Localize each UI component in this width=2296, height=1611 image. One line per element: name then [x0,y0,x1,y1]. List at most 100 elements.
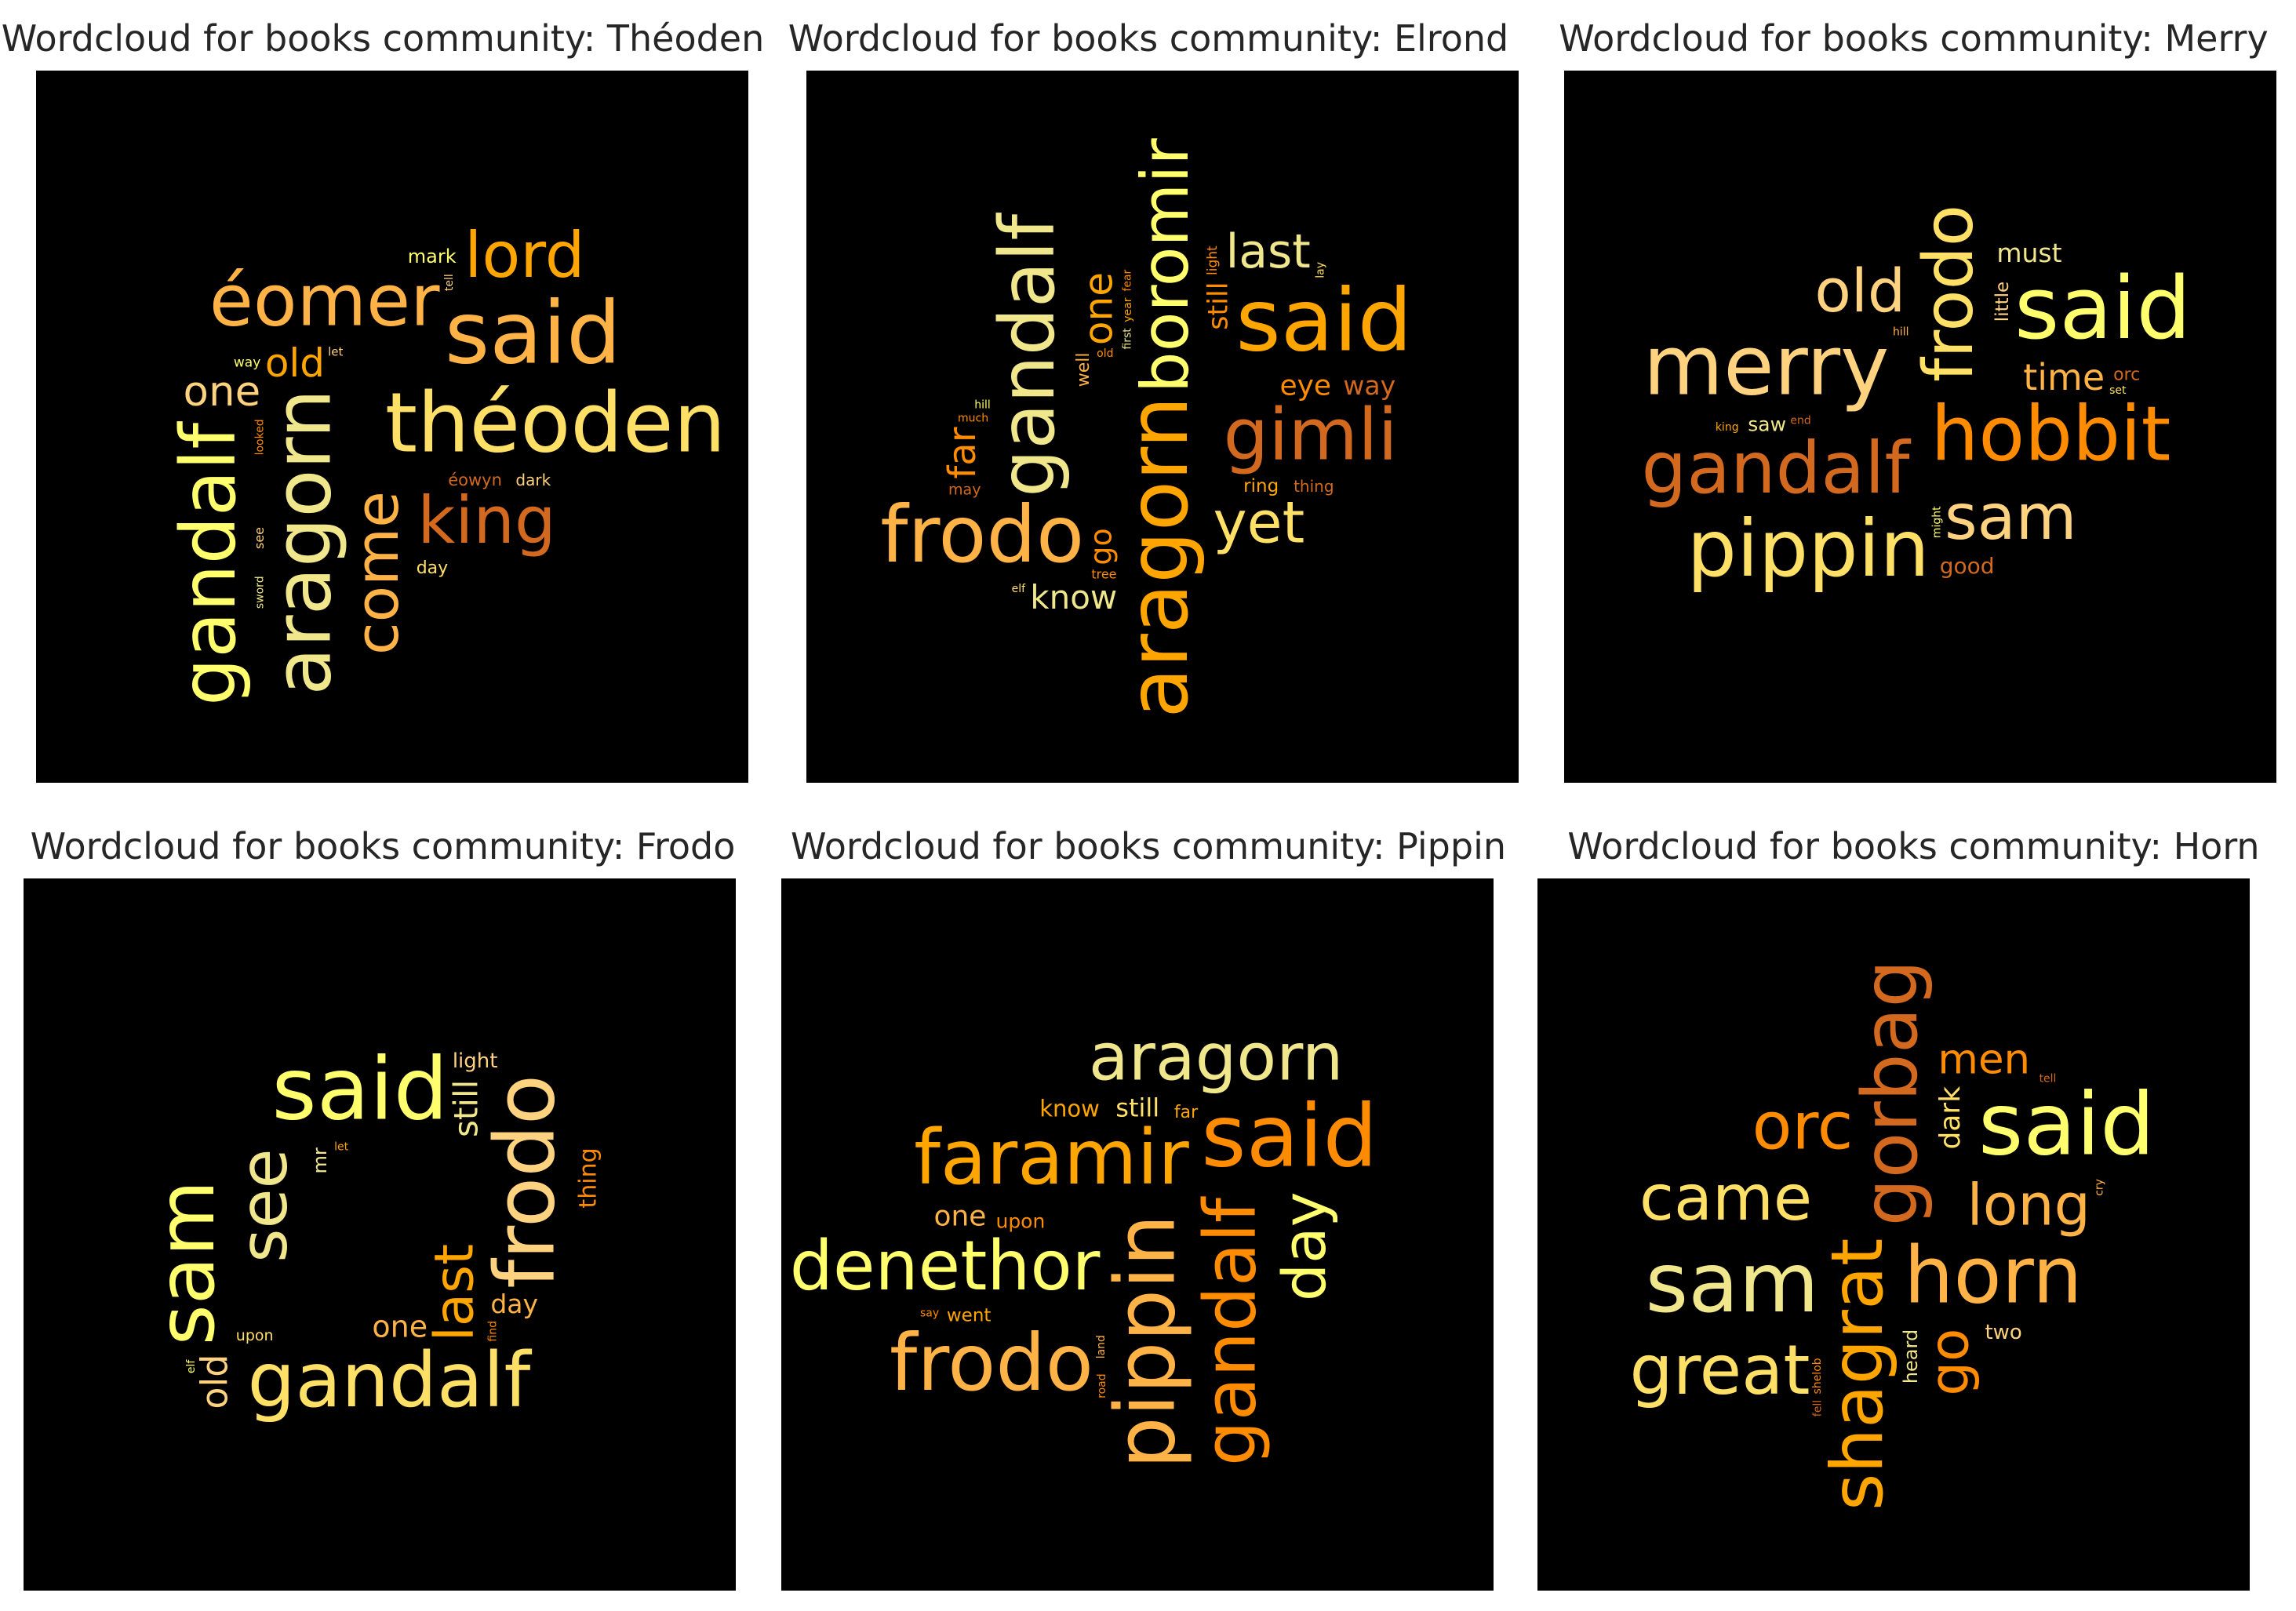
cloud-word: go [1083,528,1118,565]
panel-elrond: Wordcloud for books community: Elrond sa… [766,0,1531,792]
cloud-word: light [1205,245,1221,275]
cloud-word: know [1039,1095,1100,1122]
cloud-word: said [271,1039,448,1140]
cloud-word: let [334,1141,349,1154]
cloud-word: land [1095,1335,1108,1358]
cloud-word: gandalf [247,1336,532,1424]
cloud-word: two [1985,1321,2021,1344]
cloud-word: hill [1893,326,1909,339]
cloud-word: aragorn [1089,1020,1344,1096]
cloud-word: aragorn [1111,396,1206,718]
panel-title: Wordcloud for books community: Horn [1567,825,2260,867]
cloud-word: saw [1748,413,1786,435]
cloud-word: tell [443,274,456,291]
cloud-word: road [1096,1373,1108,1398]
cloud-word: théoden [385,376,726,471]
cloud-word: still [1115,1093,1159,1123]
cloud-word: horn [1904,1230,2082,1322]
cloud-word: gandalf [1189,1196,1272,1466]
cloud-word: long [1967,1172,2090,1238]
cloud-word: year [1122,297,1134,322]
cloud-word: day [490,1289,538,1319]
cloud-word: set [2109,384,2127,397]
cloud-word: shelob [1811,1358,1824,1394]
panel-theoden: Wordcloud for books community: Théoden s… [0,0,766,792]
cloud-word: king [417,482,555,558]
cloud-word: light [453,1049,498,1073]
cloud-word: elf [185,1359,198,1374]
cloud-word: mr [309,1147,331,1173]
cloud-word: one [933,1201,986,1233]
cloud-word: one [184,368,261,416]
cloud-word: gimli [1223,395,1397,477]
cloud-word: still [1203,282,1234,330]
cloud-word: sam [140,1180,232,1346]
cloud-word: gorbag [1847,960,1934,1227]
cloud-word: sam [1646,1235,1819,1331]
cloud-word: last [424,1244,486,1341]
cloud-word: men [1938,1035,2030,1083]
cloud-word: see [252,527,267,549]
cloud-word: faramir [914,1114,1189,1202]
cloud-word: far [1174,1103,1199,1122]
panel-frodo: Wordcloud for books community: Frodo sai… [0,808,766,1611]
cloud-word: great [1630,1330,1810,1410]
cloud-word: time [2023,356,2105,398]
cloud-word: thing [574,1147,602,1208]
cloud-word: fell [1811,1400,1824,1416]
cloud-word: hobbit [1931,391,2171,478]
cloud-word: say [920,1307,939,1319]
cloud-word: well [1074,353,1093,387]
cloud-word: orc [1752,1089,1854,1165]
cloud-word: said [2014,258,2191,358]
cloud-word: find [487,1321,500,1342]
panel-title: Wordcloud for books community: Pippin [790,825,1507,867]
cloud-word: heard [1900,1329,1922,1384]
cloud-word: looked [253,419,266,455]
cloud-word: mark [408,245,457,267]
cloud-word: last [1226,224,1311,279]
cloud-word: came [1639,1162,1812,1235]
cloud-word: good [1940,553,1995,579]
cloud-word: hill [974,398,991,411]
cloud-word: merry [1643,318,1890,414]
cloud-word: one [1075,272,1121,345]
cloud-word: eye [1279,369,1331,402]
panel-title: Wordcloud for books community: Elrond [788,17,1509,60]
cloud-word: frodo [880,489,1084,580]
cloud-word: tell [2039,1072,2057,1085]
cloud-word: fear [1122,269,1134,291]
cloud-word: sword [254,576,267,609]
cloud-word: went [947,1306,992,1326]
panel-pippin: Wordcloud for books community: Pippin sa… [766,808,1531,1611]
cloud-word: said [1235,271,1412,371]
cloud-word: day [417,558,448,578]
cloud-word: way [1343,370,1395,401]
cloud-word: shagrat [1817,1238,1899,1511]
cloud-word: frodo [1908,205,1989,382]
cloud-word: know [1030,578,1117,616]
cloud-word: may [948,481,981,498]
cloud-word: aragorn [257,389,348,696]
cloud-word: lay [1314,262,1326,278]
cloud-word: might [1930,506,1943,538]
cloud-word: king [1716,421,1739,434]
panel-title: Wordcloud for books community: Frodo [30,825,736,867]
cloud-word: denethor [790,1226,1101,1306]
cloud-word: lord [464,219,584,292]
cloud-word: must [1996,238,2061,268]
cloud-word: let [328,344,343,358]
cloud-word: said [1201,1086,1377,1187]
cloud-word: little [1992,282,2013,322]
cloud-word: old [1814,256,1905,325]
cloud-word: yet [1213,490,1304,557]
cloud-word: far [941,427,984,478]
cloud-word: go [1919,1329,1981,1396]
cloud-word: upon [995,1210,1045,1233]
cloud-word: much [958,413,988,425]
